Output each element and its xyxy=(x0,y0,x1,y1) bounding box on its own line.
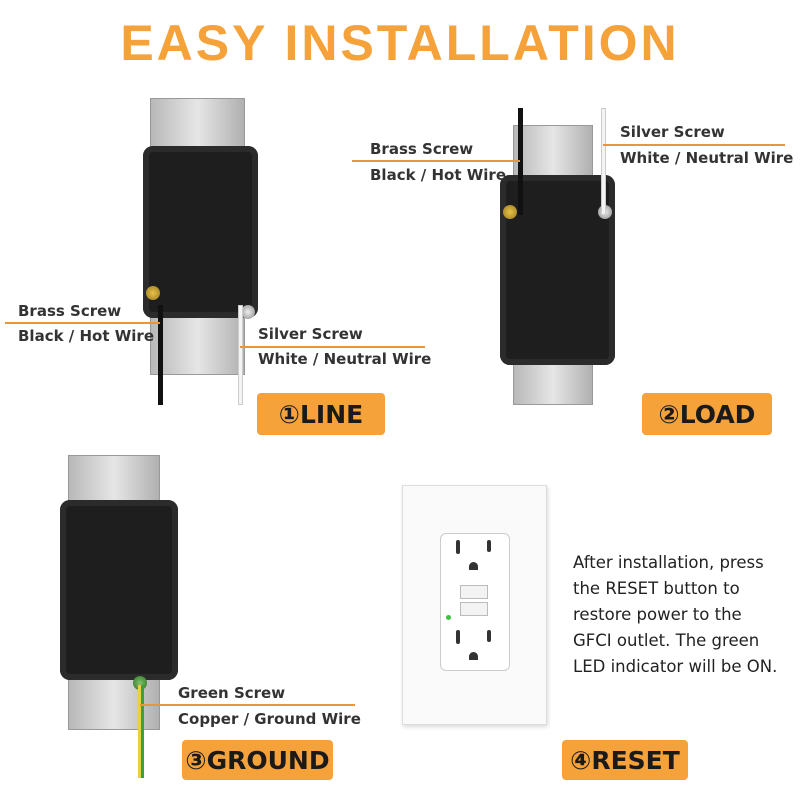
reset-badge: ④RESET xyxy=(562,740,688,780)
label-brass-screw: Brass Screw xyxy=(18,302,122,320)
label-ground-wire: Copper / Ground Wire xyxy=(178,710,361,728)
black-wire xyxy=(518,108,523,215)
callout-line xyxy=(5,322,160,324)
ground-hole xyxy=(469,562,478,570)
black-wire xyxy=(158,305,163,405)
label-neutral-wire: White / Neutral Wire xyxy=(258,350,432,368)
white-wire xyxy=(601,108,606,215)
ground-badge: ③GROUND xyxy=(182,740,333,780)
white-wire xyxy=(238,305,243,405)
instruction-line: restore power to the xyxy=(573,605,742,624)
green-led-icon xyxy=(446,615,451,620)
outlet-slot xyxy=(487,630,491,642)
label-neutral-wire: White / Neutral Wire xyxy=(620,149,794,167)
label-silver-screw: Silver Screw xyxy=(258,325,363,343)
outlet-slot xyxy=(456,540,460,554)
outlet-slot xyxy=(456,630,460,644)
callout-line xyxy=(240,346,425,348)
test-button[interactable] xyxy=(460,585,488,599)
label-green-screw: Green Screw xyxy=(178,684,286,702)
silver-screw-icon xyxy=(241,305,255,319)
callout-line xyxy=(140,704,355,706)
brass-screw-icon xyxy=(146,286,160,300)
reset-button[interactable] xyxy=(460,602,488,616)
brass-screw-icon xyxy=(503,205,517,219)
line-badge: ①LINE xyxy=(257,393,385,435)
outlet-slot xyxy=(487,540,491,552)
instruction-line: LED indicator will be ON. xyxy=(573,657,778,676)
page-title: EASY INSTALLATION xyxy=(120,15,680,71)
label-hot-wire: Black / Hot Wire xyxy=(370,166,506,184)
label-silver-screw: Silver Screw xyxy=(620,123,725,141)
gfci-outlet-back xyxy=(143,146,258,318)
label-hot-wire: Black / Hot Wire xyxy=(18,327,154,345)
instruction-line: the RESET button to xyxy=(573,579,740,598)
label-brass-screw: Brass Screw xyxy=(370,140,474,158)
callout-line xyxy=(603,144,785,146)
instruction-line: After installation, press xyxy=(573,553,764,572)
instruction-line: GFCI outlet. The green xyxy=(573,631,760,650)
ground-hole xyxy=(469,652,478,660)
load-badge: ②LOAD xyxy=(642,393,772,435)
callout-line xyxy=(352,160,520,162)
gfci-outlet-back xyxy=(60,500,178,680)
reset-instructions: After installation, press the RESET butt… xyxy=(573,550,777,680)
ground-wire xyxy=(138,685,144,778)
